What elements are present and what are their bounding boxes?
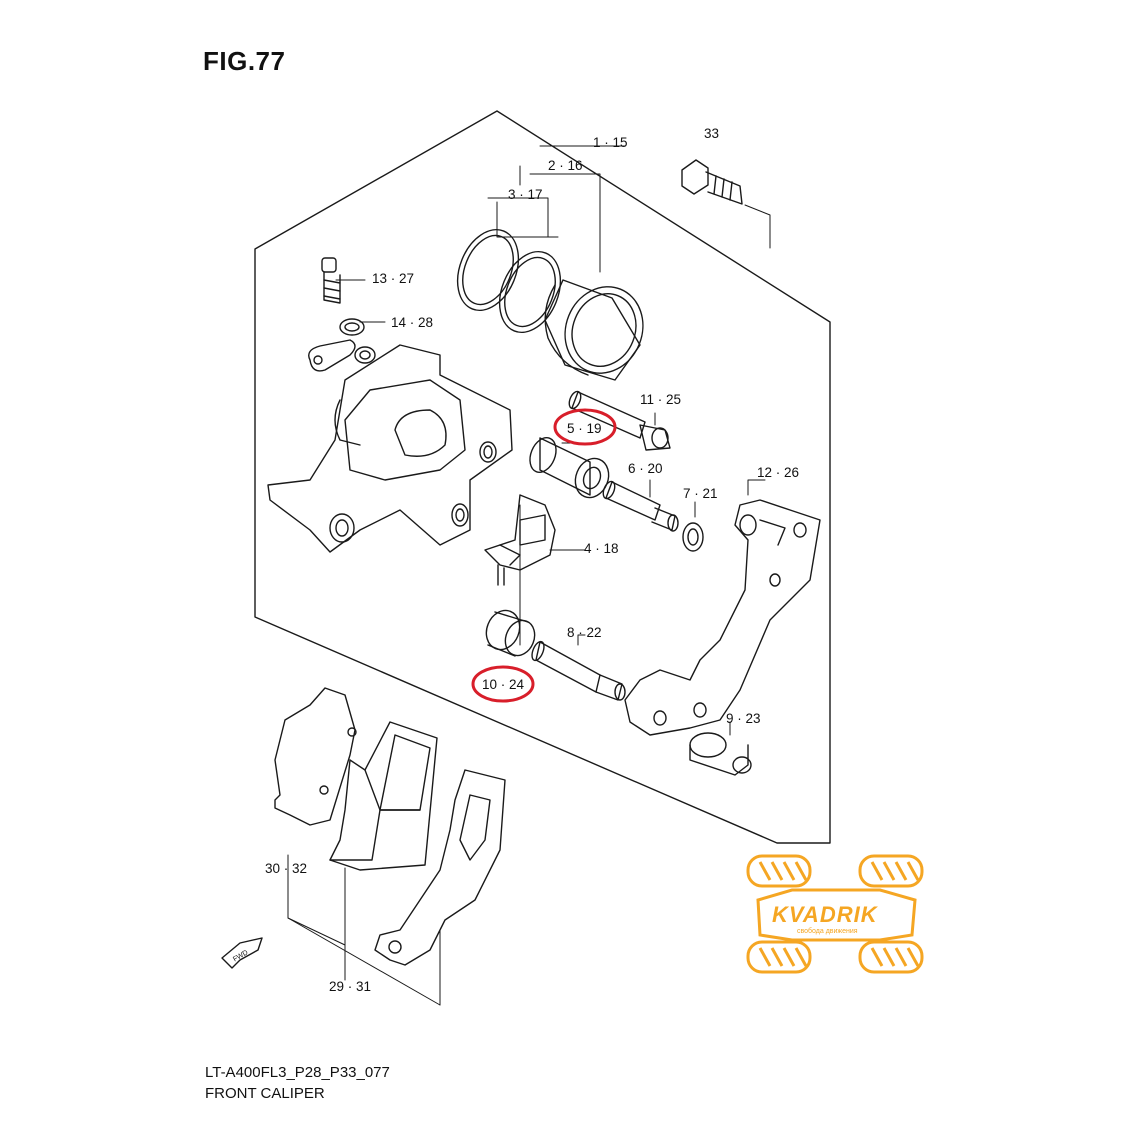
figure-code: LT-A400FL3_P28_P33_077 [205, 1064, 390, 1081]
callout-4: 4 · 18 [584, 541, 619, 556]
piston-seal [456, 228, 520, 312]
callout-29: 29 · 31 [329, 979, 371, 994]
watermark-brand: KVADRIK [772, 902, 879, 927]
callout-30: 30 · 32 [265, 861, 307, 876]
piston [544, 279, 644, 381]
callout-10: 10 · 24 [482, 677, 525, 692]
pin-11 [568, 390, 671, 451]
boot-10 [485, 609, 536, 657]
pin-8 [531, 640, 626, 701]
callout-11: 11 · 25 [640, 392, 681, 407]
callout-6: 6 · 20 [628, 461, 663, 476]
pad-spring [484, 494, 556, 586]
leader-lines [287, 145, 771, 1006]
fwd-arrow-icon [221, 937, 263, 969]
highlight-ring-10 [471, 665, 535, 703]
tire-icon [746, 940, 812, 974]
bolt-33 [681, 159, 743, 205]
caliper-body [267, 344, 513, 553]
pad-shim [374, 769, 506, 966]
tire-icon [858, 854, 924, 888]
callout-1: 1 · 15 [593, 135, 628, 150]
tire-icon [858, 940, 924, 974]
callout-9: 9 · 23 [726, 711, 761, 726]
callout-8: 8 · 22 [567, 625, 602, 640]
pin-9 [689, 732, 752, 776]
boot-5 [529, 437, 610, 499]
callout-13: 13 · 27 [372, 271, 414, 286]
brake-pad-inner [329, 721, 438, 871]
highlight-ring-5 [553, 408, 617, 446]
washer-14 [339, 318, 365, 336]
bleeder-cap [308, 339, 356, 372]
callout-3: 3 · 17 [508, 187, 543, 202]
washer-7 [682, 522, 704, 552]
bleeder-valve [321, 257, 341, 304]
dust-seal [498, 250, 562, 334]
callout-2: 2 · 16 [548, 158, 583, 173]
watermark-logo: KVADRIK свобода движения [746, 854, 924, 974]
callout-14: 14 · 28 [391, 315, 433, 330]
assembly-outline [254, 110, 831, 844]
brake-pad-outer [274, 687, 357, 826]
caliper-bracket [624, 499, 821, 736]
callout-labels: 1 · 15 2 · 16 3 · 17 4 · 18 5 · 19 6 · 2… [265, 126, 799, 994]
figure-name: FRONT CALIPER [205, 1085, 325, 1102]
pin-6 [602, 480, 679, 532]
watermark-slogan: свобода движения [797, 927, 858, 935]
tire-icon [746, 854, 812, 888]
callout-7: 7 · 21 [683, 486, 718, 501]
figure-title: FIG.77 [203, 46, 286, 76]
callout-33: 33 [704, 126, 719, 141]
callout-12: 12 · 26 [757, 465, 799, 480]
callout-5: 5 · 19 [567, 421, 602, 436]
